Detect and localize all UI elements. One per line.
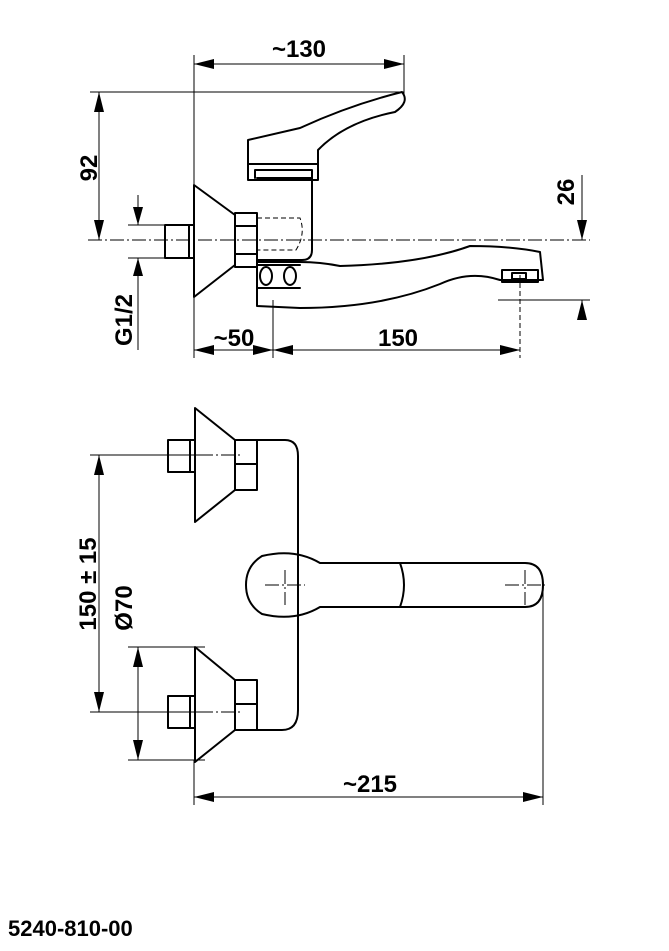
lower-rosette <box>194 646 236 763</box>
mixer-body <box>256 177 313 261</box>
wall-rosette <box>193 184 236 298</box>
lever-handle <box>247 91 406 181</box>
lower-connector <box>167 695 196 729</box>
dim-thread-g12: G1/2 <box>111 294 138 346</box>
dim-center-distance: 150 ± 15 <box>75 537 102 630</box>
part-number: 5240-810-00 <box>8 916 133 941</box>
dim-spout-drop-26: 26 <box>553 179 580 206</box>
lever-handle-top <box>245 552 544 618</box>
upper-rosette <box>194 407 236 523</box>
dim-spout-reach-150: 150 <box>378 325 418 352</box>
dim-width-130: ~130 <box>272 36 326 63</box>
dim-total-width: ~215 <box>343 771 397 798</box>
mixer-body-top <box>256 439 299 731</box>
wall-connector <box>164 224 195 259</box>
top-view: 150 ± 15 Ø70 ~215 <box>75 407 545 805</box>
side-view: ~130 92 26 G1/2 ~50 150 <box>76 36 590 358</box>
spout <box>256 245 544 309</box>
dim-rosette-diameter: Ø70 <box>111 585 138 630</box>
dim-wall-offset-50: ~50 <box>214 325 255 352</box>
upper-connector <box>167 439 196 473</box>
eccentric-nut <box>234 212 258 268</box>
dim-height-92: 92 <box>76 155 103 182</box>
aerator <box>501 269 539 283</box>
